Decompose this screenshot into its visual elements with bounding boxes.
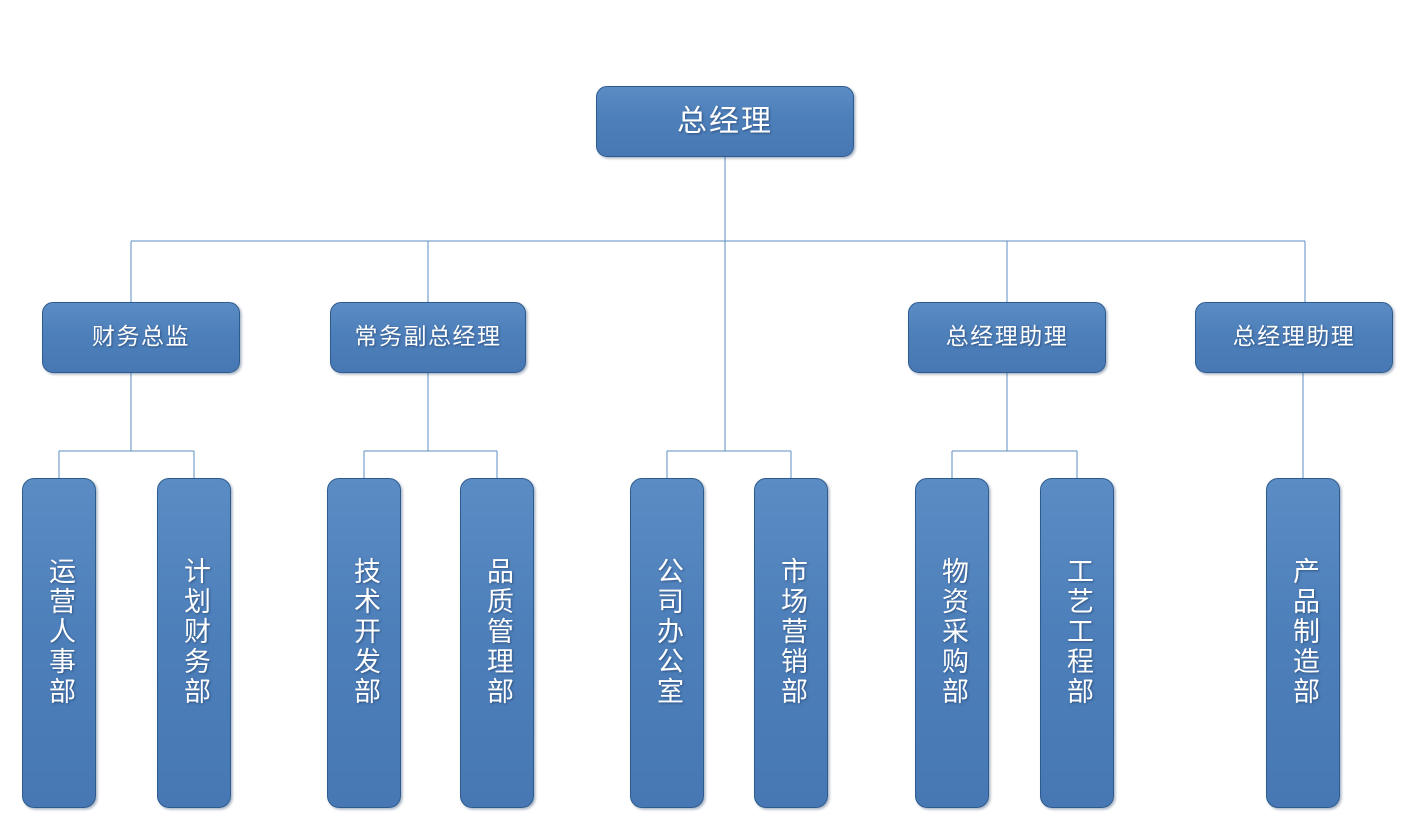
org-node-label: 市场营销部 (776, 557, 807, 707)
org-node-finance-director[interactable]: 财务总监 (42, 302, 240, 373)
org-node-root[interactable]: 总经理 (596, 86, 854, 157)
org-node-operations-hr-dept[interactable]: 运营人事部 (22, 478, 96, 808)
org-node-label: 物资采购部 (937, 557, 968, 707)
org-node-marketing-dept[interactable]: 市场营销部 (754, 478, 828, 808)
org-node-quality-management-dept[interactable]: 品质管理部 (460, 478, 534, 808)
org-node-label: 产品制造部 (1288, 557, 1319, 707)
org-node-executive-deputy-gm[interactable]: 常务副总经理 (330, 302, 526, 373)
org-node-label: 总经理助理 (1232, 323, 1356, 350)
org-node-label: 常务副总经理 (354, 323, 502, 350)
org-node-label: 公司办公室 (652, 557, 683, 707)
org-node-label: 总经理 (677, 104, 773, 139)
org-node-process-engineering-dept[interactable]: 工艺工程部 (1040, 478, 1114, 808)
org-node-label: 总经理助理 (945, 323, 1069, 350)
org-node-manufacturing-dept[interactable]: 产品制造部 (1266, 478, 1340, 808)
org-node-label: 计划财务部 (179, 557, 210, 707)
org-node-company-office[interactable]: 公司办公室 (630, 478, 704, 808)
org-node-procurement-dept[interactable]: 物资采购部 (915, 478, 989, 808)
org-node-gm-assistant-1[interactable]: 总经理助理 (908, 302, 1106, 373)
org-node-planning-finance-dept[interactable]: 计划财务部 (157, 478, 231, 808)
org-node-label: 运营人事部 (44, 557, 75, 707)
org-node-label: 技术开发部 (349, 557, 380, 707)
org-node-label: 财务总监 (92, 323, 190, 350)
org-node-label: 品质管理部 (482, 557, 513, 707)
org-node-tech-development-dept[interactable]: 技术开发部 (327, 478, 401, 808)
org-node-label: 工艺工程部 (1062, 557, 1093, 707)
org-node-gm-assistant-2[interactable]: 总经理助理 (1195, 302, 1393, 373)
